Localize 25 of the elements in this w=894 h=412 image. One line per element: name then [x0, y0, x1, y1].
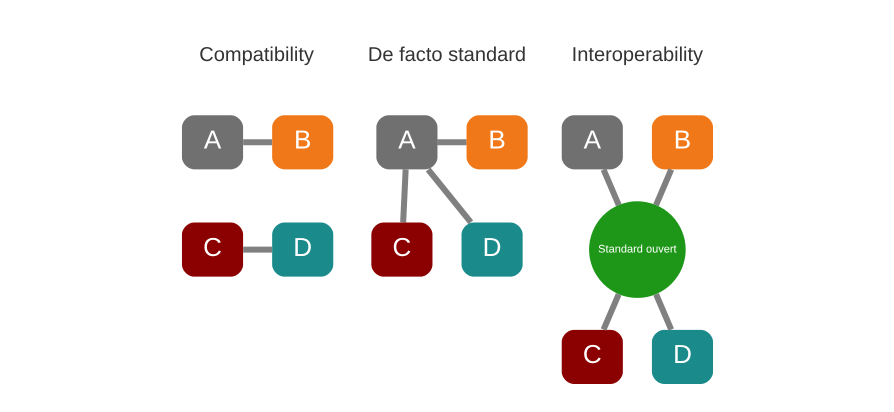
- node-box: A: [376, 114, 437, 169]
- connector: [242, 246, 272, 252]
- connector: [600, 292, 621, 330]
- node-box: A: [561, 114, 622, 169]
- node-box: B: [651, 114, 713, 169]
- node-circle: Standard ouvert: [588, 200, 686, 298]
- connector: [652, 168, 674, 206]
- node-box: B: [272, 114, 333, 169]
- node-box: C: [181, 222, 243, 276]
- node-box: B: [466, 114, 528, 169]
- connector: [652, 292, 674, 330]
- label: Compatibility: [198, 44, 314, 66]
- connector: [425, 167, 473, 224]
- connector: [400, 168, 408, 222]
- node-box: D: [651, 329, 713, 384]
- node-box: A: [181, 114, 243, 169]
- connector: [437, 138, 466, 145]
- connector: [242, 138, 272, 145]
- label: De facto standard: [367, 44, 526, 66]
- node-box: C: [561, 329, 622, 384]
- node-box: D: [272, 222, 333, 276]
- label: Interoperability: [571, 44, 703, 66]
- node-box: D: [461, 222, 522, 276]
- node-box: C: [370, 222, 432, 276]
- connector: [600, 168, 621, 206]
